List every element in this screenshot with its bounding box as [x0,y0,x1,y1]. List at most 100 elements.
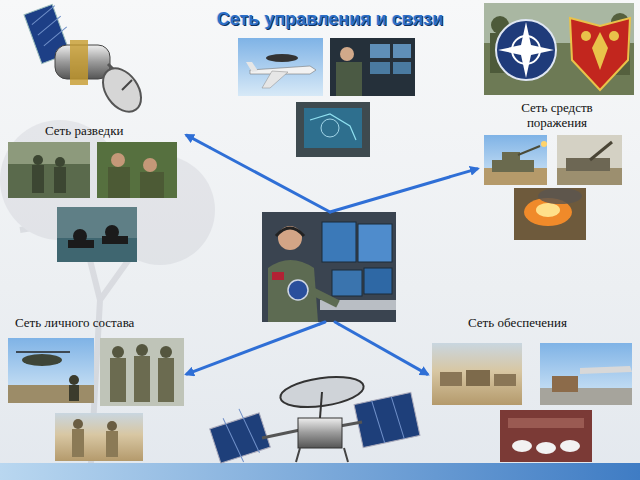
radar-screen-photo-part [304,108,362,148]
explosion-photo-part [514,188,586,240]
patrol-photo-part [55,413,143,461]
control-room-photo-part [393,44,411,58]
control-room-photo-part [370,62,390,74]
emblem-photo-part [484,3,634,95]
operator-photo-part [332,270,362,296]
bottom-band [0,463,640,480]
arrow-connector [186,324,320,374]
emblem-photo-part [609,31,619,41]
satellite-dish-icon-part [262,430,300,438]
tank-photo-part [492,160,534,172]
divers-photo-part [102,236,128,244]
patrol-photo [55,413,143,461]
radar-screen-photo-part [321,119,339,137]
satellite-icon-part [28,4,70,47]
operator-photo-part [310,290,338,304]
patrol-photo-part [106,431,118,457]
group-label: Сеть личного состава [15,315,181,330]
scouts-photo-part [8,142,90,198]
depot-photo-part [432,343,522,405]
emblem-photo-part [581,31,591,41]
group-label: Сеть средств поражения [502,100,612,130]
radar-screen-photo-part [296,102,370,157]
warehouse-photo-part [560,440,580,452]
group-label: Сеть обеспечения [468,315,628,330]
warehouse-photo [500,410,592,462]
artillery-photo [557,135,622,185]
soldiers-photo-part [134,356,150,402]
control-room-photo-part [340,47,354,61]
network-group: Сеть обеспечения [428,312,636,478]
scouts-photo-part [32,165,44,193]
background-tree [0,120,215,480]
operator-photo-part [322,222,356,262]
satellite-dish-icon-part [372,396,405,444]
tank-photo [484,135,547,185]
divers-photo-part [68,240,94,248]
explosion-photo-part [538,188,582,204]
cargo-photo [540,343,632,405]
operator-photo-part [276,228,304,236]
warehouse-photo-part [500,410,592,462]
emblem-photo-part [570,18,630,90]
satellite-dish-icon-part [340,422,362,426]
satellite-icon-part [122,80,132,90]
satellite-icon-part [95,61,149,119]
operator-photo-part [364,268,392,294]
emblem-photo-part [512,36,540,64]
emblem-photo [484,3,634,95]
recon-team-photo-part [111,153,125,167]
soldiers-photo-part [158,358,174,402]
soldiers-photo [100,338,184,406]
network-group: Сеть разведки [4,120,186,266]
depot-photo [432,343,522,405]
control-room-photo [330,38,415,96]
operator-photo [262,212,396,322]
cargo-photo-part [540,343,632,405]
soldiers-photo-part [160,346,172,358]
group-label: Сеть разведки [45,123,181,138]
depot-photo-part [494,374,516,386]
helicopter-photo-part [69,385,79,401]
scouts-photo [8,142,90,198]
satellite-dish-icon-part [298,418,342,448]
network-group: Сеть средств поражения [478,98,636,244]
patrol-photo-part [107,421,117,431]
aircraft-photo-part [238,38,323,96]
warehouse-photo-part [536,442,556,454]
tank-photo-part [484,135,547,185]
depot-photo-part [466,370,490,386]
operator-photo-part [262,212,396,322]
recon-team-photo-part [140,172,164,198]
satellite-dish-icon-part [354,392,420,447]
helicopter-photo-part [16,351,70,353]
scouts-photo-part [8,142,90,164]
cargo-photo-part [580,366,632,374]
soldiers-photo-part [112,346,124,358]
aircraft-photo-part [266,54,298,62]
soldiers-photo-part [110,358,126,402]
satellite-dish-icon-part [222,407,261,464]
arrow-connector [450,169,479,177]
recon-team-photo [97,142,177,198]
depot-photo-part [440,372,462,386]
satellite-dish-icon-part [320,392,322,418]
tank-photo-part [502,152,520,161]
satellite-icon [24,4,149,119]
recon-team-photo-part [108,167,130,198]
network-group: Сеть личного состава [4,312,186,474]
soldiers-photo-part [100,338,184,406]
helicopter-photo [8,338,94,403]
command-network-region: Сеть управления и связи [211,4,450,324]
scouts-photo-part [55,157,65,167]
helicopter-photo-part [8,338,94,403]
satellite-dish-icon-part [210,413,271,463]
artillery-photo-part [590,142,612,160]
arrow-shaft [211,148,331,212]
aircraft-photo [238,38,323,96]
operator-photo-part [272,272,284,280]
